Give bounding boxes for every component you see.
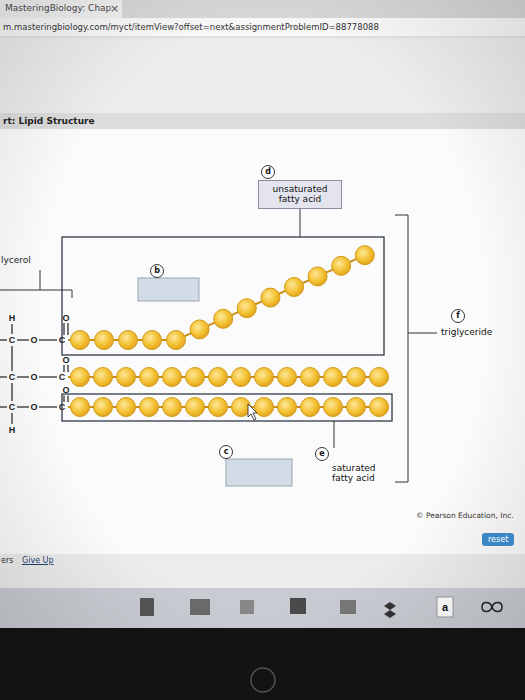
give-up-link: Give Up bbox=[22, 557, 54, 565]
section-title: rt: Lipid Structure bbox=[3, 117, 95, 126]
atom-symbol: C bbox=[59, 336, 66, 345]
node-text: unsaturated fatty acid bbox=[273, 184, 328, 204]
callout-letter: d bbox=[261, 165, 275, 179]
node-text: b bbox=[154, 267, 160, 275]
atom-symbol: H bbox=[9, 426, 16, 435]
copyright-note: © Pearson Education, Inc. bbox=[416, 512, 514, 520]
atom-symbol: C bbox=[9, 336, 16, 345]
atom-symbol: O bbox=[62, 386, 69, 395]
atom-symbol: H bbox=[9, 314, 16, 323]
atom-symbol: O bbox=[62, 314, 69, 323]
url-text: m.masteringbiology.com/myct/itemView?off… bbox=[3, 23, 379, 32]
atom-symbol: C bbox=[59, 373, 66, 382]
node-text: d bbox=[265, 168, 271, 176]
node-text: reset bbox=[488, 535, 508, 544]
reset-button: reset bbox=[482, 533, 514, 546]
part-label: saturated fatty acid bbox=[331, 462, 383, 485]
atom-symbol: C bbox=[59, 403, 66, 412]
node-text: e bbox=[319, 450, 324, 458]
node-text: f bbox=[456, 312, 459, 320]
node-text: triglyceride bbox=[441, 327, 492, 337]
cut-text: ers bbox=[1, 557, 13, 565]
node-text: saturated fatty acid bbox=[332, 463, 375, 483]
atom-symbol: C bbox=[9, 403, 16, 412]
atom-symbol: O bbox=[30, 373, 37, 382]
atom-symbol: O bbox=[30, 403, 37, 412]
node-text: c bbox=[224, 448, 229, 456]
part-label: lycerol bbox=[1, 256, 31, 265]
callout-letter: c bbox=[219, 445, 233, 459]
callout-letter: b bbox=[150, 264, 164, 278]
browser-tab-title: MasteringBiology: Chap bbox=[5, 4, 111, 13]
taskbar-app-letter: a bbox=[442, 602, 448, 613]
callout-letter: e bbox=[315, 447, 329, 461]
close-icon: × bbox=[110, 3, 119, 14]
part-label: unsaturated fatty acid bbox=[258, 180, 342, 209]
part-label: triglyceride bbox=[440, 326, 493, 338]
atom-symbol: O bbox=[30, 336, 37, 345]
atom-symbol: C bbox=[9, 373, 16, 382]
atom-symbol: O bbox=[62, 356, 69, 365]
callout-letter: f bbox=[451, 309, 465, 323]
